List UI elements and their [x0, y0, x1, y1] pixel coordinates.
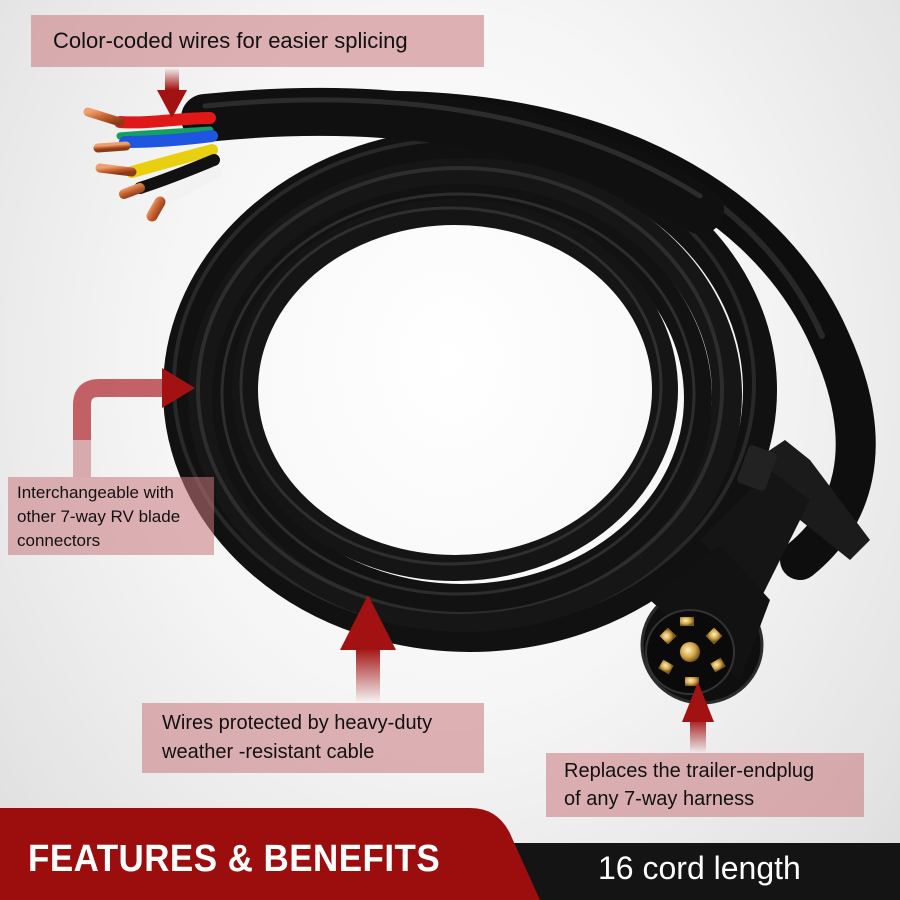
- callout-color-coded-wires: Color-coded wires for easier splicing: [31, 15, 484, 67]
- banner-red-tab: [0, 808, 540, 900]
- callout-text: Color-coded wires for easier splicing: [53, 28, 408, 53]
- bottom-banner: FEATURES & BENEFITS 16 cord length: [0, 808, 900, 900]
- banner-subtitle: 16 cord length: [598, 850, 801, 886]
- callout-weather-resistant: Wires protected by heavy-duty weather -r…: [142, 703, 484, 773]
- arrow-bent-right-to-coil-icon: [73, 368, 195, 477]
- callout-line: connectors: [17, 531, 101, 550]
- callout-line: Interchangeable with: [17, 483, 174, 502]
- arrow-up-to-cable-icon: [340, 595, 396, 703]
- seven-way-plug: [640, 440, 870, 705]
- callout-line: Wires protected by heavy-duty: [162, 712, 433, 734]
- arrow-up-to-plug-icon: [682, 682, 714, 753]
- callout-line: of any 7-way harness: [564, 788, 755, 810]
- color-coded-wires: [80, 107, 222, 222]
- arrow-down-to-wires-icon: [157, 68, 187, 118]
- callout-replaces-plug: Replaces the trailer-endplug of any 7-wa…: [546, 753, 864, 817]
- callout-line: other 7-way RV blade: [17, 507, 181, 526]
- callout-interchangeable: Interchangeable with other 7-way RV blad…: [8, 477, 214, 555]
- callout-line: weather -resistant cable: [162, 741, 375, 763]
- callout-line: Replaces the trailer-endplug: [564, 760, 815, 782]
- banner-title: FEATURES & BENEFITS: [28, 838, 441, 880]
